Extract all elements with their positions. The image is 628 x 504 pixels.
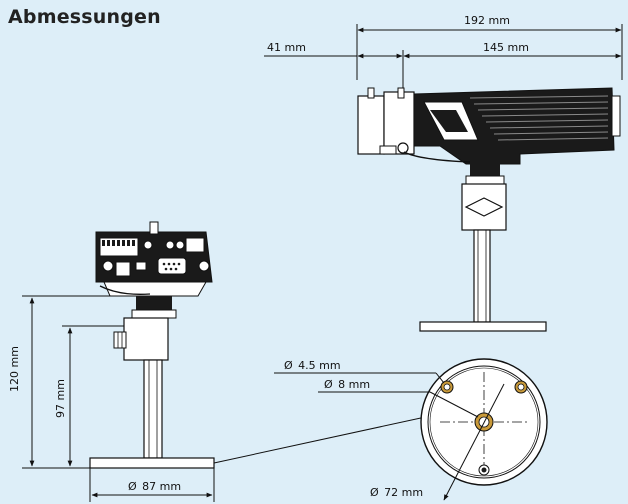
svg-text:Ø 87 mm: Ø 87 mm — [128, 480, 181, 493]
dim-lens-length: 41 mm — [267, 41, 306, 54]
svg-text:Ø 8 mm: Ø 8 mm — [324, 378, 370, 391]
dim-base-width-group: Ø 87 mm — [89, 468, 215, 502]
base-top-view: Ø 4.5 mm Ø 8 mm Ø 72 mm — [213, 358, 548, 501]
dim-total-height-group: 120 mm 97 mm — [8, 295, 124, 469]
side-view-camera: 192 mm 41 mm 145 mm — [264, 14, 623, 332]
dim-base-width: 87 mm — [142, 480, 181, 493]
dim-housing-length: 145 mm — [483, 41, 529, 54]
dim-hole-small: 4.5 mm — [298, 359, 340, 372]
front-view-camera — [89, 221, 215, 469]
dim-overall-length: 192 mm — [464, 14, 510, 27]
dim-base-diameter: 72 mm — [384, 486, 423, 499]
page-title: Abmessungen — [8, 6, 161, 28]
dim-total-height: 120 mm — [8, 346, 21, 392]
svg-text:Ø 72 mm: Ø 72 mm — [370, 486, 423, 499]
dim-stand-height: 97 mm — [54, 379, 67, 418]
dim-hole-center: 8 mm — [338, 378, 370, 391]
svg-text:Ø 4.5 mm: Ø 4.5 mm — [284, 359, 341, 372]
diameter-symbol: Ø — [128, 480, 137, 493]
